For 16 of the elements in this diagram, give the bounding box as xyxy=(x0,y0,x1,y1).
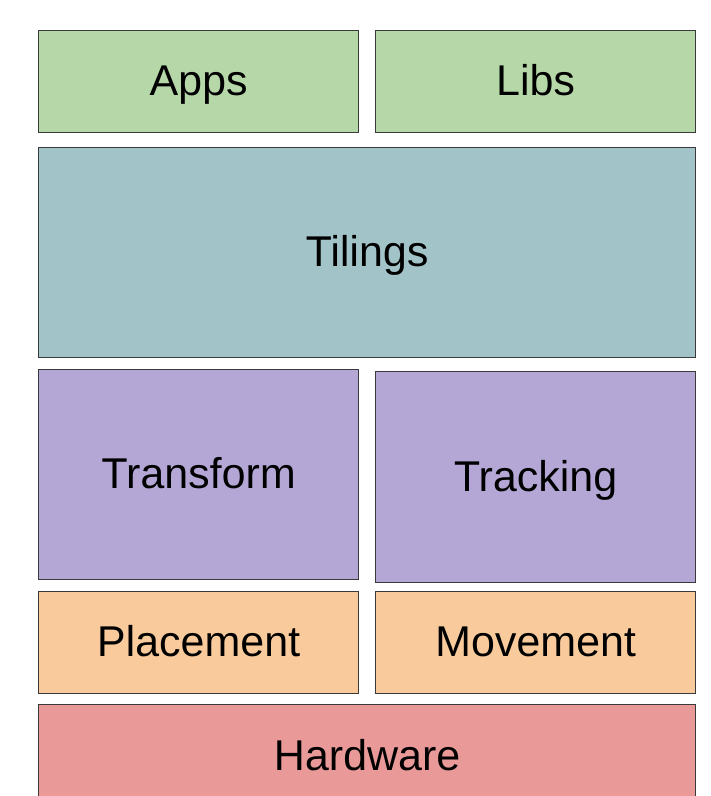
layer-box xyxy=(38,704,696,796)
layer-box xyxy=(38,147,696,358)
layer-box xyxy=(38,30,359,133)
layer-label: Tracking xyxy=(454,452,618,502)
layer-label: Transform xyxy=(101,450,296,499)
layer-box xyxy=(375,371,696,583)
layer-box xyxy=(38,369,359,580)
layer-label: Apps xyxy=(149,57,248,106)
layer-box xyxy=(38,591,359,694)
layer-box xyxy=(375,591,696,694)
layer-label: Hardware xyxy=(274,732,460,780)
layer-label: Libs xyxy=(496,57,575,106)
layer-label: Movement xyxy=(435,618,636,667)
layer-label: Placement xyxy=(96,618,300,667)
layer-label: Tilings xyxy=(306,228,428,277)
layer-box xyxy=(375,30,696,133)
